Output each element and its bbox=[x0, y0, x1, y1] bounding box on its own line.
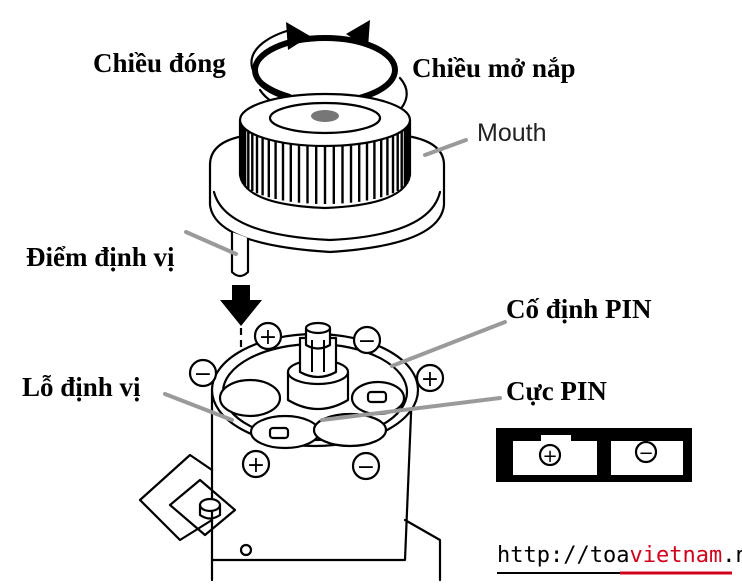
minus-sign: − bbox=[194, 362, 212, 387]
opening-arrow-head bbox=[346, 20, 370, 48]
closing-arrow-head bbox=[286, 22, 310, 50]
battery-fix-label: Cố định PIN bbox=[506, 294, 652, 324]
battery-fix-leader bbox=[390, 320, 507, 368]
inset-plus-sign: + bbox=[542, 446, 557, 467]
down-arrow-icon bbox=[220, 285, 262, 326]
mouth-label: Mouth bbox=[477, 119, 546, 147]
plus-sign: + bbox=[259, 325, 277, 350]
battery-pole-label: Cực PIN bbox=[506, 376, 607, 406]
positioning-hole-leader bbox=[163, 392, 234, 422]
plus-sign: + bbox=[421, 367, 439, 392]
cap-assembly bbox=[208, 20, 446, 278]
minus-sign: − bbox=[357, 455, 375, 480]
polarity-signs: + − − + + − bbox=[188, 321, 445, 481]
battery-terminal bbox=[366, 390, 388, 404]
mount-plate bbox=[168, 478, 237, 537]
center-post bbox=[298, 336, 338, 379]
cap-flange-edge bbox=[212, 190, 442, 242]
positioning-point-label: Điểm định vị bbox=[26, 242, 175, 272]
vent-holes bbox=[311, 110, 339, 122]
battery-cell bbox=[312, 412, 388, 448]
battery-terminal bbox=[268, 426, 290, 440]
battery-cell bbox=[218, 378, 282, 418]
mouth-leader bbox=[423, 138, 468, 157]
opening-direction-label: Chiều mở nắp bbox=[412, 53, 576, 83]
watermark-text: http://toavietnam.net bbox=[497, 543, 742, 568]
closing-direction-label: Chiều đóng bbox=[93, 48, 226, 78]
rotation-ring-outline bbox=[252, 35, 398, 105]
minus-sign: − bbox=[358, 329, 376, 354]
inset-minus-sign: − bbox=[638, 443, 653, 464]
watermark: http://toavietnam.net bbox=[497, 543, 742, 575]
battery-holder bbox=[138, 321, 442, 582]
positioning-hole-label: Lỗ định vị bbox=[22, 372, 141, 402]
positioning-pin bbox=[230, 232, 250, 278]
knob-top-inner bbox=[268, 101, 382, 135]
positioning-point-leader bbox=[184, 230, 238, 256]
pole-inset: + − bbox=[496, 428, 692, 482]
mount-frame bbox=[138, 453, 214, 542]
knob-ribs bbox=[239, 122, 411, 204]
battery-pole-leader bbox=[320, 396, 502, 422]
plus-sign: + bbox=[247, 453, 265, 478]
